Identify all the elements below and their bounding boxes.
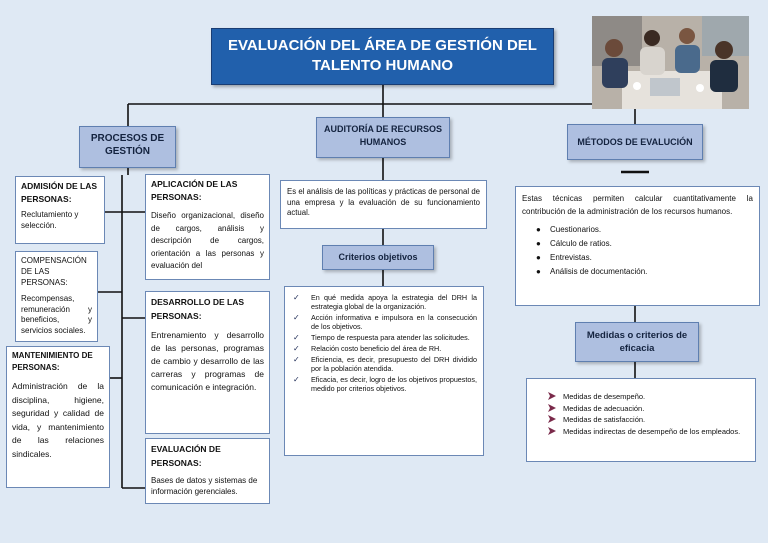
auditoria-header-label: AUDITORÍA DE RECURSOS HUMANOS xyxy=(324,124,442,147)
criterio-item: ✓Relación costo beneficio del área de RH… xyxy=(287,344,477,353)
metodos-header-label: MÉTODOS DE EVALUCIÓN xyxy=(577,137,692,147)
medida-item: Medidas indirectas de desempeño de los e… xyxy=(545,426,747,438)
desarrollo-body: Entrenamiento y desarrollo de las person… xyxy=(151,329,264,394)
main-title-line-1: EVALUACIÓN DEL ÁREA DE GESTIÓN DEL xyxy=(212,36,553,56)
arrow-bullet-icon xyxy=(547,404,557,412)
team-meeting-illustration xyxy=(592,16,749,109)
criterio-item: ✓Eficacia, es decir, logro de los objeti… xyxy=(287,375,477,394)
criterio-item: ✓Acción informativa e impulsora en la co… xyxy=(287,313,477,332)
metodo-item: ●Cálculo de ratios. xyxy=(534,237,753,251)
medidas-header-label: Medidas o criterios de eficacia xyxy=(587,330,687,354)
medidas-list: Medidas de desempeño. Medidas de adecuac… xyxy=(545,391,747,437)
evaluacion-box: EVALUACIÓN DE PERSONAS: Bases de datos y… xyxy=(145,438,270,504)
bullet-icon: ● xyxy=(536,265,541,279)
procesos-header-label: PROCESOS DE GESTIÓN xyxy=(91,133,164,157)
bullet-icon: ● xyxy=(536,251,541,265)
medida-item: Medidas de adecuación. xyxy=(545,403,747,415)
arrow-bullet-icon xyxy=(547,427,557,435)
criterio-item: ✓En qué medida apoya la estrategia del D… xyxy=(287,293,477,312)
metodos-intro: Estas técnicas permiten calcular cuantit… xyxy=(522,192,753,218)
evaluacion-title: EVALUACIÓN DE PERSONAS: xyxy=(151,442,264,470)
criterios-header-label: Criterios objetivos xyxy=(338,252,417,262)
check-icon: ✓ xyxy=(293,333,300,342)
medidas-box: Medidas de desempeño. Medidas de adecuac… xyxy=(526,378,756,462)
mantenimiento-box: MANTENIMIENTO DE PERSONAS: Administració… xyxy=(6,346,110,488)
medida-item: Medidas de desempeño. xyxy=(545,391,747,403)
arrow-bullet-icon xyxy=(547,415,557,423)
check-icon: ✓ xyxy=(293,355,300,364)
arrow-bullet-icon xyxy=(547,392,557,400)
metodos-list: ●Cuestionarios. ●Cálculo de ratios. ●Ent… xyxy=(534,223,753,279)
desarrollo-title: DESARROLLO DE LAS PERSONAS: xyxy=(151,295,264,323)
admision-title: ADMISIÓN DE LAS PERSONAS: xyxy=(21,180,99,206)
compensacion-title: COMPENSACIÓN DE LAS PERSONAS: xyxy=(21,255,92,288)
auditoria-definition: Es el análisis de las políticas y prácti… xyxy=(287,187,480,219)
team-meeting-photo xyxy=(592,16,749,109)
check-icon: ✓ xyxy=(293,375,300,384)
metodos-header: MÉTODOS DE EVALUCIÓN xyxy=(567,124,703,160)
criterios-header: Criterios objetivos xyxy=(322,245,434,270)
main-title-line-2: TALENTO HUMANO xyxy=(212,56,553,76)
medidas-header: Medidas o criterios de eficacia xyxy=(575,322,699,362)
bullet-icon: ● xyxy=(536,237,541,251)
mantenimiento-title: MANTENIMIENTO DE PERSONAS: xyxy=(12,350,104,374)
criterio-item: ✓Eficiencia, es decir, presupuesto del D… xyxy=(287,355,477,374)
evaluacion-body: Bases de datos y sistemas de información… xyxy=(151,476,264,497)
desarrollo-box: DESARROLLO DE LAS PERSONAS: Entrenamient… xyxy=(145,291,270,434)
auditoria-definition-box: Es el análisis de las políticas y prácti… xyxy=(280,180,487,229)
criterio-item: ✓Tiempo de respuesta para atender las so… xyxy=(287,333,477,342)
auditoria-header: AUDITORÍA DE RECURSOS HUMANOS xyxy=(316,117,450,158)
compensacion-box: COMPENSACIÓN DE LAS PERSONAS: Recompensa… xyxy=(15,251,98,342)
mantenimiento-body: Administración de la disciplina, higiene… xyxy=(12,380,104,461)
metodo-item: ●Entrevistas. xyxy=(534,251,753,265)
check-icon: ✓ xyxy=(293,344,300,353)
aplicacion-title: APLICACIÓN DE LAS PERSONAS: xyxy=(151,178,264,204)
aplicacion-body: Diseño organizacional, diseño de cargos,… xyxy=(151,210,264,273)
criterios-box: ✓En qué medida apoya la estrategia del D… xyxy=(284,286,484,456)
bullet-icon: ● xyxy=(536,223,541,237)
check-icon: ✓ xyxy=(293,313,300,322)
admision-box: ADMISIÓN DE LAS PERSONAS: Reclutamiento … xyxy=(15,176,105,244)
main-title-box: EVALUACIÓN DEL ÁREA DE GESTIÓN DEL TALEN… xyxy=(211,28,554,85)
aplicacion-box: APLICACIÓN DE LAS PERSONAS: Diseño organ… xyxy=(145,174,270,280)
procesos-header: PROCESOS DE GESTIÓN xyxy=(79,126,176,168)
metodos-box: Estas técnicas permiten calcular cuantit… xyxy=(515,186,760,306)
criterios-list: ✓En qué medida apoya la estrategia del D… xyxy=(287,293,477,393)
metodo-item: ●Cuestionarios. xyxy=(534,223,753,237)
admision-body: Reclutamiento y selección. xyxy=(21,210,99,231)
check-icon: ✓ xyxy=(293,293,300,302)
medida-item: Medidas de satisfacción. xyxy=(545,414,747,426)
metodo-item: ●Análisis de documentación. xyxy=(534,265,753,279)
compensacion-body: Recompensas, remuneración y beneficios, … xyxy=(21,294,92,336)
